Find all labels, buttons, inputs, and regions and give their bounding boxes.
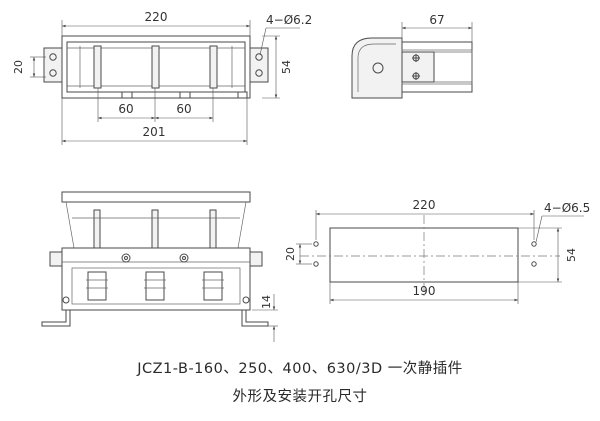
- dim-top-height-left: 20: [12, 60, 25, 74]
- dim-cut-height-right: 54: [565, 248, 578, 262]
- dim-top-width: 220: [145, 10, 168, 24]
- dim-front-foot: 14: [260, 295, 273, 309]
- dim-side-width: 67: [429, 13, 444, 27]
- top-view: [30, 20, 300, 145]
- dim-top-overall: 201: [143, 125, 166, 139]
- side-view: [351, 22, 473, 99]
- dim-top-height-right: 54: [280, 60, 293, 74]
- dim-top-pitch-a: 60: [118, 102, 133, 116]
- dim-top-pitch-b: 60: [176, 102, 191, 116]
- cutout-view: [296, 210, 584, 304]
- dim-cut-inner: 190: [413, 284, 436, 298]
- dim-top-holes: 4−Ø6.2: [266, 13, 312, 27]
- caption-subtitle: 外形及安装开孔尺寸: [233, 388, 368, 405]
- dim-cut-holes: 4−Ø6.5: [544, 201, 590, 215]
- front-view: [41, 191, 278, 342]
- dim-cut-height-left: 20: [284, 247, 297, 261]
- dim-cut-width: 220: [413, 198, 436, 212]
- caption-title: JCZ1-B-160、250、400、630/3D 一次静插件: [136, 360, 463, 377]
